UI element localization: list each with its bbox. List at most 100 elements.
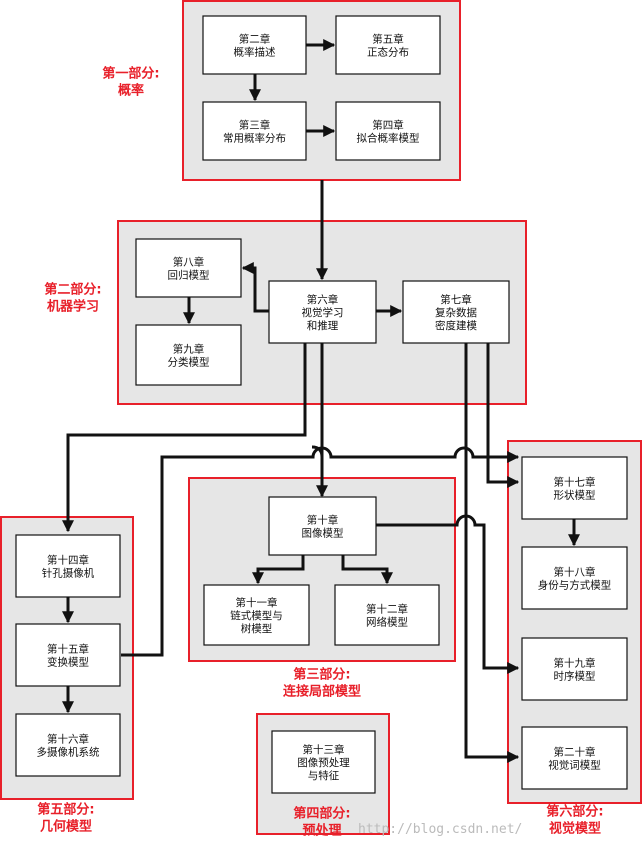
edge-c6-c14: [62, 343, 307, 533]
chapter-c14-line: 针孔摄像机: [42, 567, 95, 580]
chapter-c11-line: 第十一章: [236, 596, 278, 609]
edge-c6-c10: [312, 343, 322, 496]
chapter-c12-line: 网络模型: [366, 616, 408, 629]
chapter-box: [521, 546, 628, 610]
chapter-c15-line: 变换模型: [47, 656, 89, 669]
chapter-c20-line: 视觉词模型: [548, 759, 601, 772]
chapter-box: [271, 730, 376, 794]
chapter-c4-line: 拟合概率模型: [357, 132, 420, 145]
chapter-layer: 第二章概率描述第五章正态分布第三章常用概率分布第四章拟合概率模型第六章视觉学习和…: [15, 15, 628, 794]
part-p1-line: 第一部分:: [102, 66, 159, 82]
chapter-c3-line: 第三章: [239, 119, 271, 132]
chapter-c19-line: 第十九章: [554, 657, 596, 670]
chapter-box: [15, 713, 121, 777]
chapter-c20-line: 第二十章: [554, 746, 596, 759]
chapter-c17-line: 第十七章: [554, 476, 596, 489]
chapter-box: [334, 584, 440, 646]
chapter-c8-line: 回归模型: [168, 269, 210, 282]
part-p6-line: 视觉模型: [549, 821, 601, 837]
edge-c7-c17: [486, 343, 520, 488]
part-label-p4: 第四部分:预处理: [293, 806, 350, 839]
chapter-c10-line: 第十章: [307, 514, 339, 527]
chapter-c7-line: 密度建模: [435, 319, 477, 332]
part-label-p5: 第五部分:几何模型: [37, 802, 94, 835]
chapter-c9-line: 分类模型: [168, 356, 210, 369]
chapter-c4-line: 第四章: [372, 119, 404, 132]
chapter-c18-line: 第十八章: [554, 566, 596, 579]
chapter-c5-line: 正态分布: [367, 46, 409, 59]
chapter-box: [335, 101, 441, 161]
edge-c7-c20: [464, 343, 520, 763]
chapter-box: [268, 496, 377, 556]
chapter-c6-line: 和推理: [307, 319, 339, 332]
chapter-c17-line: 形状模型: [554, 489, 596, 502]
chapter-c7-line: 复杂数据: [435, 306, 477, 319]
edge-c10-c19: [376, 514, 520, 674]
chapter-box: [203, 584, 310, 646]
part-label-p2: 第二部分:机器学习: [44, 282, 101, 315]
part-p2-line: 第二部分:: [44, 282, 101, 298]
part-p5-line: 第五部分:: [37, 802, 94, 818]
chapter-box: [521, 637, 628, 701]
chapter-box: [202, 101, 307, 161]
chapter-c11-line: 树模型: [241, 622, 273, 635]
chapter-c3-line: 常用概率分布: [223, 132, 286, 145]
part-p4-line: 预处理: [302, 823, 341, 839]
chapter-c9-line: 第九章: [173, 343, 205, 356]
chapter-c11-line: 链式模型与: [230, 609, 283, 622]
chapter-c18-line: 身份与方式模型: [538, 579, 612, 592]
chapter-c10-line: 图像模型: [302, 527, 344, 540]
chapter-c7-line: 第七章: [440, 293, 472, 306]
edge-c10-c11: [252, 555, 305, 585]
part-p6-line: 第六部分:: [546, 804, 603, 820]
chapter-c5-line: 第五章: [372, 33, 404, 46]
chapter-box: [521, 456, 628, 520]
chapter-box: [15, 534, 121, 598]
part-p3-line: 连接局部模型: [283, 684, 361, 700]
chapter-c6-line: 第六章: [307, 293, 339, 306]
chapter-box: [521, 726, 628, 790]
chapter-c14-line: 第十四章: [47, 554, 89, 567]
chapter-c15-line: 第十五章: [47, 643, 89, 656]
chapter-box: [335, 15, 441, 75]
chapter-c13-line: 图像预处理: [297, 757, 350, 769]
chapter-box: [135, 238, 242, 298]
edge-c10-c12: [341, 555, 393, 585]
part-p5-line: 几何模型: [40, 819, 92, 835]
part-p2-line: 机器学习: [47, 299, 99, 315]
edges: [62, 39, 580, 763]
chapter-c2-line: 第二章: [239, 33, 271, 46]
chapter-c19-line: 时序模型: [554, 670, 596, 683]
chapter-c16-line: 多摄像机系统: [37, 746, 100, 759]
chapter-c16-line: 第十六章: [47, 733, 89, 746]
chapter-c8-line: 第八章: [173, 256, 205, 269]
chapter-c13-line: 第十三章: [303, 743, 345, 756]
part-p4-line: 第四部分:: [293, 806, 350, 822]
edge-c6-c8: [241, 262, 269, 313]
chapter-box: [402, 280, 510, 344]
chapter-box: [15, 623, 121, 687]
chapter-c13-line: 与特征: [308, 770, 340, 782]
chapter-box: [135, 324, 242, 386]
part-p3-line: 第三部分:: [293, 667, 350, 683]
edge-c15-c17: [121, 446, 520, 657]
part-label-p6: 第六部分:视觉模型: [546, 804, 603, 837]
